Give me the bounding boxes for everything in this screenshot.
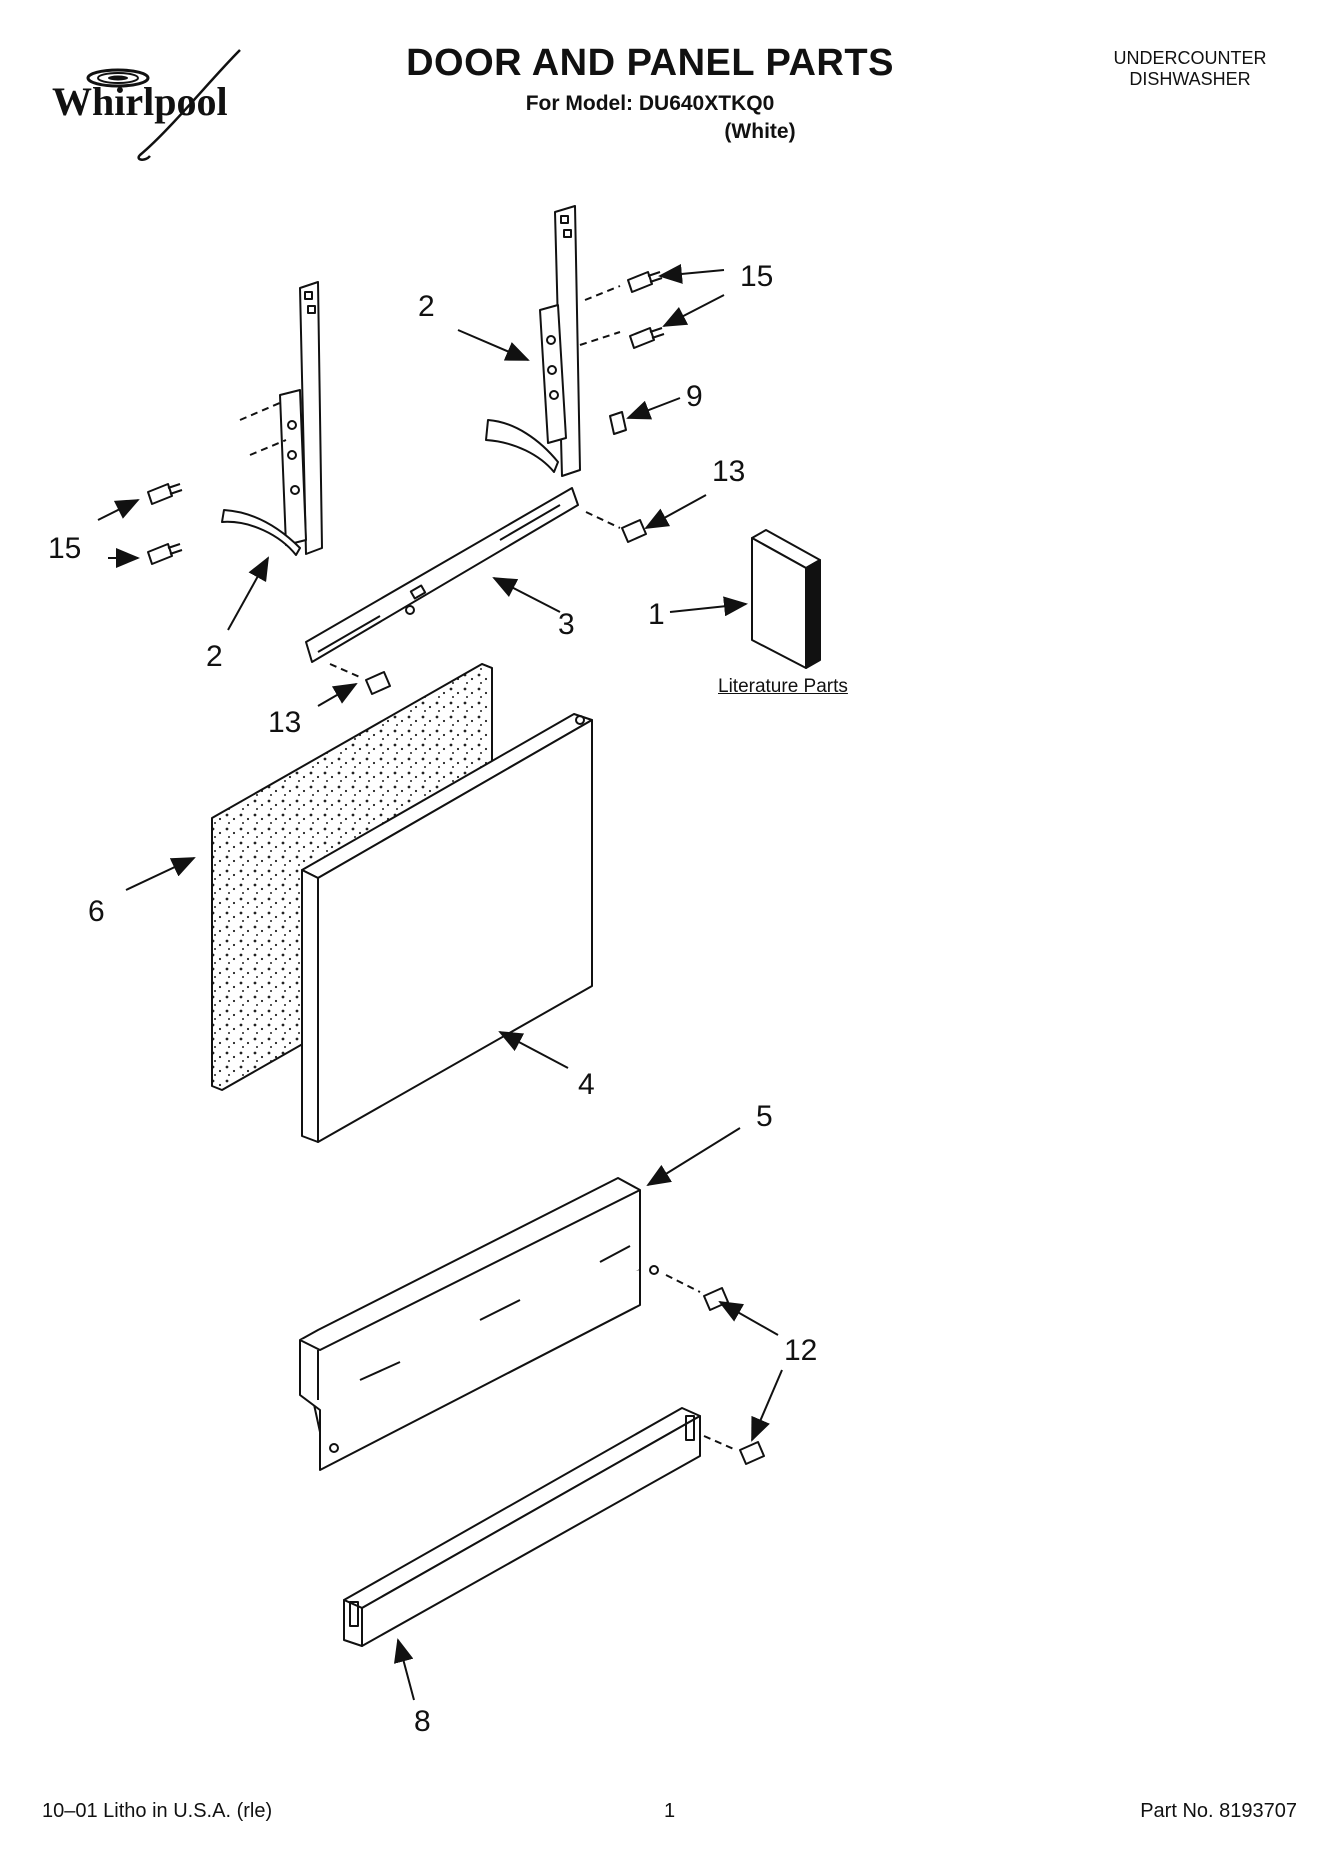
product-type-line1: UNDERCOUNTER	[1113, 48, 1267, 68]
screw-13-right	[621, 519, 647, 543]
mounting-rail-3	[305, 487, 579, 663]
callout-13-right: 13	[712, 455, 746, 488]
screw-13-left	[365, 671, 391, 695]
footer-part-number: Part No. 8193707	[1140, 1800, 1297, 1822]
screw-15-left-upper	[147, 483, 183, 505]
toe-panel-bracket-5	[299, 1177, 659, 1471]
brand-logo: Whirlpool	[52, 49, 241, 161]
screw-12-lower	[739, 1441, 765, 1465]
literature-parts-label: Literature Parts	[718, 676, 848, 697]
callout-9: 9	[686, 380, 703, 413]
callout-2-left: 2	[206, 640, 223, 673]
callout-4: 4	[578, 1068, 595, 1101]
callout-13-left: 13	[268, 706, 302, 739]
callout-6: 6	[88, 895, 105, 928]
hinge-bracket-right	[485, 205, 621, 477]
callout-3: 3	[558, 608, 575, 641]
brand-wordmark: Whirlpool	[52, 79, 228, 124]
product-type-line2: DISHWASHER	[1129, 69, 1251, 89]
clip-9	[609, 411, 627, 435]
page-title: DOOR AND PANEL PARTS	[406, 42, 894, 84]
callout-8: 8	[414, 1705, 431, 1738]
screw-15-left-lower	[147, 543, 183, 565]
callout-15-left: 15	[48, 532, 82, 565]
screw-15-right-upper	[627, 271, 663, 293]
callout-15-right: 15	[740, 260, 774, 293]
kick-plate-8	[343, 1407, 701, 1647]
literature-box-1	[751, 529, 821, 669]
footer-page-number: 1	[664, 1800, 676, 1822]
callout-12: 12	[784, 1334, 818, 1367]
model-color: (White)	[724, 120, 796, 143]
hinge-bracket-left	[221, 281, 323, 556]
footer-litho: 10–01 Litho in U.S.A. (rle)	[42, 1800, 273, 1822]
leader-arrows	[97, 263, 783, 1701]
door-panel-4	[301, 713, 593, 1143]
callout-1: 1	[648, 598, 665, 631]
model-number: For Model: DU640XTKQ0	[525, 92, 775, 115]
product-type: UNDERCOUNTER DISHWASHER	[1060, 48, 1320, 90]
screw-15-right-lower	[629, 327, 665, 349]
callout-5: 5	[756, 1100, 773, 1133]
callout-2-right: 2	[418, 290, 435, 323]
screw-12-upper	[703, 1287, 729, 1311]
